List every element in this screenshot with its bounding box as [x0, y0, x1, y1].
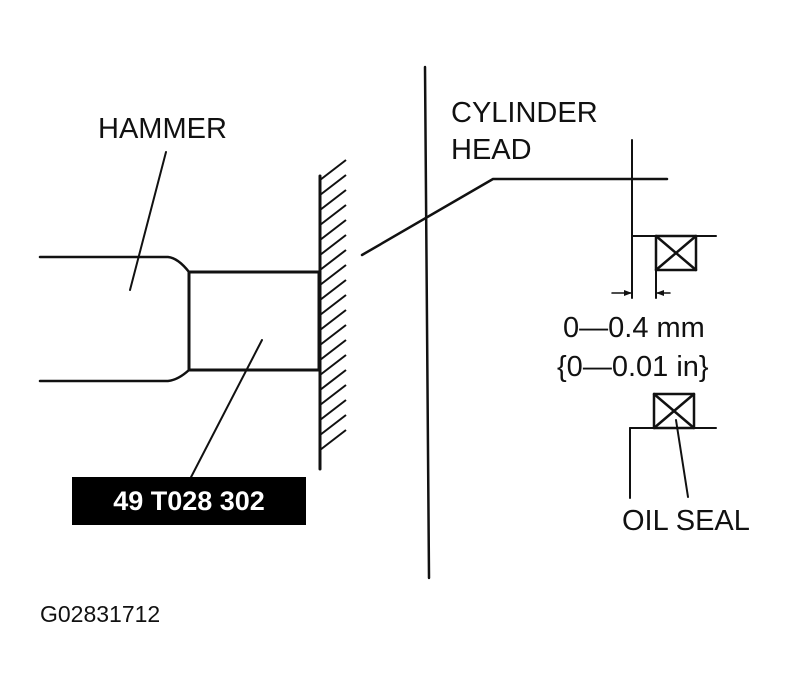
- hatch-line: [319, 384, 347, 406]
- hatch-line: [319, 249, 347, 271]
- hatch-line: [319, 324, 347, 346]
- hatch-line: [319, 414, 347, 436]
- cylinder-head-leader: [360, 177, 669, 257]
- surface-hatching: [319, 159, 347, 451]
- hammer: [38, 255, 191, 383]
- oil-seal-leader: [675, 419, 689, 498]
- hatch-line: [319, 189, 347, 211]
- hatch-line: [319, 219, 347, 241]
- hatch-line: [319, 339, 347, 361]
- tool-number-label: 49 T028 302: [72, 477, 306, 525]
- divider-line: [423, 65, 431, 580]
- hatch-line: [319, 369, 347, 391]
- depth-in-label: {0—0.01 in}: [557, 351, 709, 383]
- hatch-line: [319, 309, 347, 331]
- cylinder-head-label-line1: CYLINDER: [451, 97, 598, 129]
- lower-seal-detail: [629, 392, 717, 499]
- tool-number-text: 49 T028 302: [113, 486, 265, 516]
- tool-leader: [187, 339, 263, 484]
- oil-seal-label: OIL SEAL: [622, 505, 750, 537]
- hatch-line: [319, 354, 347, 376]
- hatch-line: [319, 204, 347, 226]
- hatch-line: [319, 279, 347, 301]
- hatch-line: [319, 159, 347, 181]
- hatch-line: [319, 264, 347, 286]
- hatch-line: [319, 234, 347, 256]
- hammer-leader: [129, 151, 167, 291]
- depth-mm-label: 0—0.4 mm: [563, 312, 705, 344]
- hatch-line: [319, 174, 347, 196]
- hammer-label: HAMMER: [98, 113, 227, 145]
- cylinder-head-label-line2: HEAD: [451, 134, 532, 166]
- hatch-line: [319, 399, 347, 421]
- hatch-line: [319, 429, 347, 451]
- figure-code: G02831712: [40, 601, 160, 627]
- upper-seal-detail: [611, 139, 717, 299]
- cylinder-head-surface: [318, 159, 347, 471]
- hatch-line: [319, 294, 347, 316]
